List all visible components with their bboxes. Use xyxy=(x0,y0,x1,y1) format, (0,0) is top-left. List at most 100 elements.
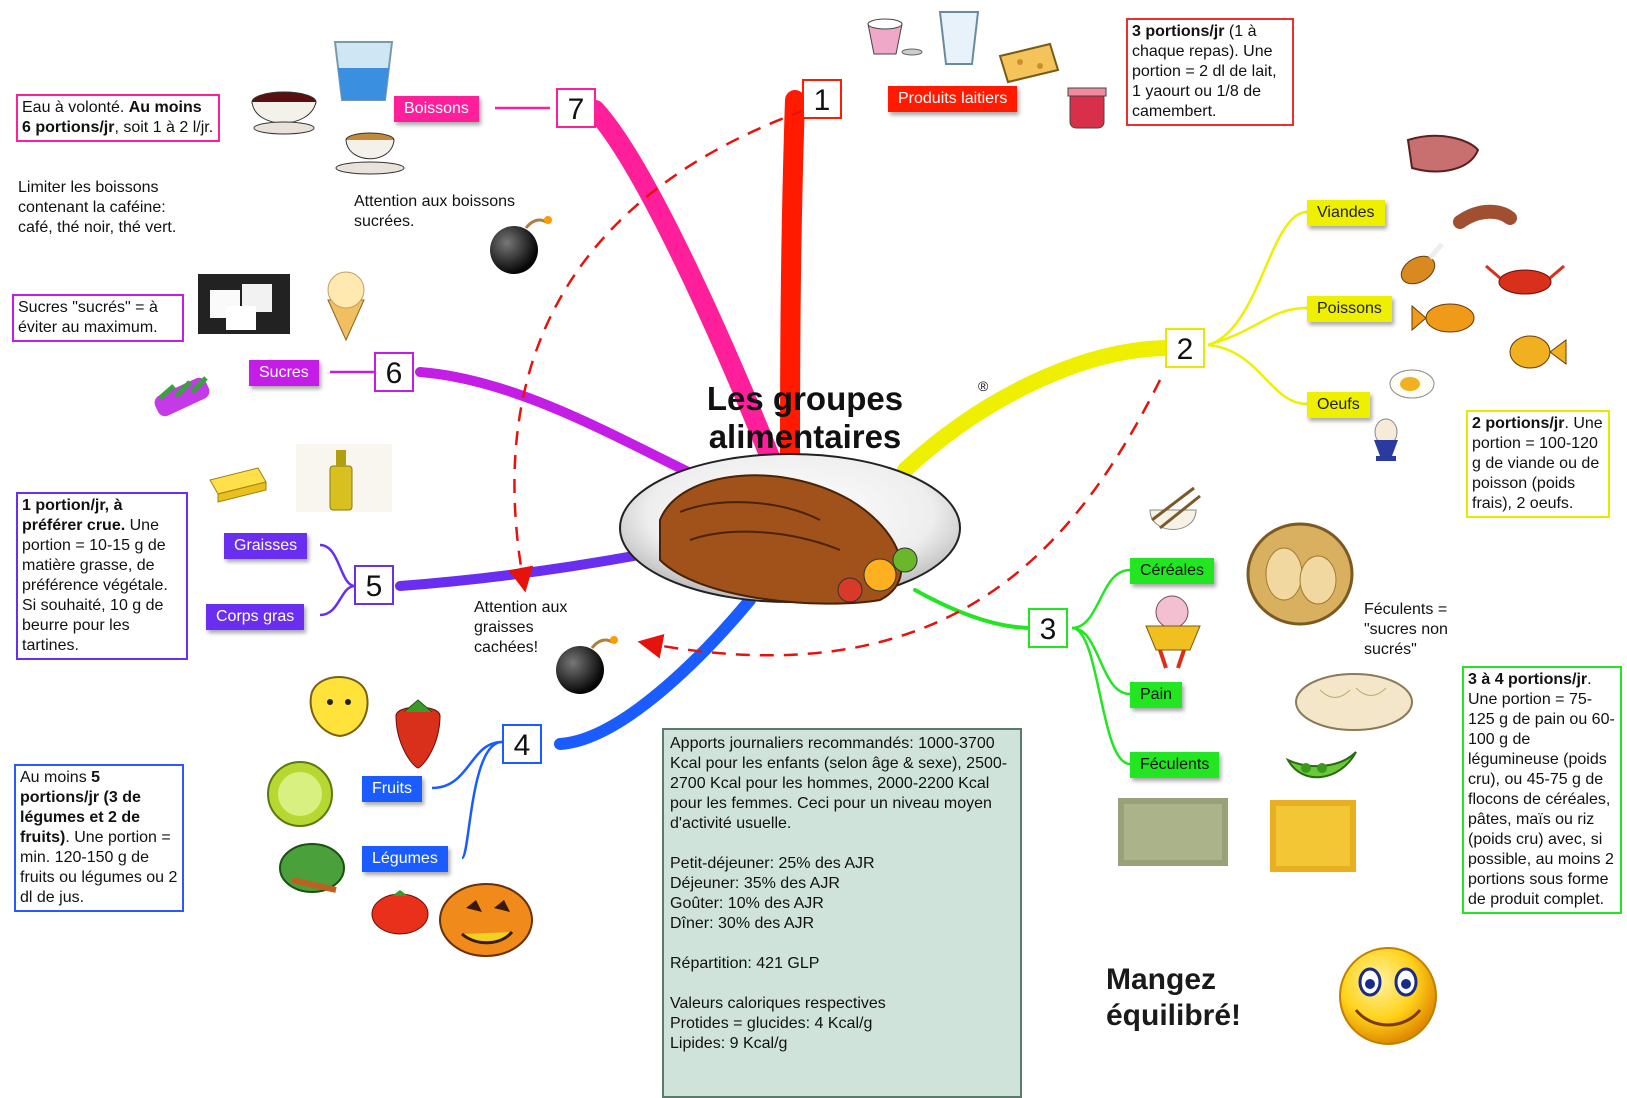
bomb-icon xyxy=(490,216,552,274)
note-produits-laitiers: 3 portions/jr (1 à chaque repas). Une po… xyxy=(1126,18,1294,126)
tag-cereales[interactable]: Céréales xyxy=(1130,558,1215,584)
tag-boissons[interactable]: Boissons xyxy=(394,96,479,122)
arrow-3-to-5 xyxy=(637,379,1162,659)
note-feculents-definition: Féculents = "sucres non sucrés" xyxy=(1364,601,1448,658)
apports-meal: Petit-déjeuner: 25% des AJR xyxy=(670,855,875,872)
node-number-4[interactable]: 4 xyxy=(502,724,542,764)
slogan-line-1: Mangez xyxy=(1106,963,1217,996)
coffee-cup-icon xyxy=(335,132,405,175)
branch-2-line xyxy=(897,340,1173,478)
map-title-line-1: Les groupes xyxy=(706,380,904,417)
note-sucres: Sucres "sucrés" = à éviter au maximum. xyxy=(12,294,184,342)
fish-icon xyxy=(1411,303,1475,333)
tag-graisses[interactable]: Graisses xyxy=(224,533,308,559)
apports-meal: Dîner: 30% des AJR xyxy=(670,915,815,932)
pumpkin-icon xyxy=(439,883,533,957)
node-number-5[interactable]: 5 xyxy=(354,565,394,605)
note-fruits-legumes: Au moins 5 portions/jr (3 de légumes et … xyxy=(14,764,184,912)
goldfish-icon xyxy=(1509,335,1567,369)
boiled-egg-icon xyxy=(1389,369,1435,399)
note-cafeine: Limiter les boissons contenant la caféin… xyxy=(18,179,177,236)
note-graisses: 1 portion/jr, à préférer crue. Une porti… xyxy=(16,492,188,660)
bomb-icon xyxy=(556,636,618,694)
note-graisses-text: Une portion = 10-15 g de matière grasse,… xyxy=(22,517,168,654)
oil-bottle-icon xyxy=(296,444,392,512)
steak-icon xyxy=(1406,134,1480,173)
branch-6-line xyxy=(415,367,710,485)
bread-loaf-icon xyxy=(1295,673,1413,731)
apports-intro: Apports journaliers recommandés: 1000-37… xyxy=(670,735,1008,832)
apports-valeurs-line: Valeurs caloriques respectives xyxy=(670,995,886,1012)
lime-icon xyxy=(267,761,333,827)
note-viandes-text: . Une portion = 100-120 g de viande ou d… xyxy=(1472,415,1603,512)
note-eau-bold: Au moins 6 portions/jr xyxy=(22,99,202,136)
strawberry-icon xyxy=(395,699,441,769)
note-attention-graisses-cachees: Attention aux graisses cachées! xyxy=(474,599,568,656)
egg-cup-icon xyxy=(1374,418,1398,461)
tag-poissons[interactable]: Poissons xyxy=(1307,296,1392,322)
jam-pot-icon xyxy=(1067,87,1107,129)
map-title-line-2: alimentaires xyxy=(708,418,902,455)
sub-branch-lines xyxy=(319,106,1308,860)
branch-7-line xyxy=(585,100,785,480)
cornucopia-icon xyxy=(619,453,961,605)
apports-meals: Petit-déjeuner: 25% des AJR Déjeuner: 35… xyxy=(670,854,1014,934)
note-cereales-text: . Une portion = 75-125 g de pain ou 60-1… xyxy=(1468,671,1615,908)
tag-feculents[interactable]: Féculents xyxy=(1130,752,1220,778)
tag-corps-gras[interactable]: Corps gras xyxy=(206,604,305,630)
tag-fruits[interactable]: Fruits xyxy=(362,776,422,802)
glass-of-water-icon xyxy=(333,41,394,101)
apports-valeurs-line: Lipides: 9 Kcal/g xyxy=(670,1035,788,1052)
lobster-icon xyxy=(1485,264,1565,295)
tea-cup-icon xyxy=(251,91,317,135)
butter-icon xyxy=(209,467,267,503)
dashed-arrows xyxy=(508,108,1162,659)
note-attention-boissons-sucrees: Attention aux boissons sucrées. xyxy=(354,193,515,230)
note-eau-pre: Eau à volonté. xyxy=(22,99,129,116)
tag-pain[interactable]: Pain xyxy=(1130,682,1183,708)
sausage-icon xyxy=(1453,204,1517,229)
note-cereales: 3 à 4 portions/jr. Une portion = 75-125 … xyxy=(1462,666,1622,914)
tag-produits-laitiers[interactable]: Produits laitiers xyxy=(888,86,1018,112)
apports-info-box: Apports journaliers recommandés: 1000-37… xyxy=(662,728,1022,1098)
tag-legumes[interactable]: Légumes xyxy=(362,846,448,872)
note-laitiers-bold: 3 portions/jr xyxy=(1132,23,1225,40)
node-number-1[interactable]: 1 xyxy=(802,79,842,119)
candy-icon xyxy=(154,376,210,417)
cheese-icon xyxy=(998,42,1060,84)
mangez-equilibre-slogan: Mangez équilibré! xyxy=(1106,962,1241,1034)
branch-4-line xyxy=(554,594,756,750)
apports-repartition: Répartition: 421 GLP xyxy=(670,955,820,972)
arrow-7-to-5 xyxy=(508,108,806,593)
node-number-7[interactable]: 7 xyxy=(556,88,596,128)
rice-bowl-icon xyxy=(1149,486,1201,530)
note-fruits-pre: Au moins xyxy=(20,769,92,786)
tag-viandes[interactable]: Viandes xyxy=(1307,200,1385,226)
note-eau-text: , soit 1 à 2 l/jr. xyxy=(114,119,214,136)
peas-pod-icon xyxy=(1285,751,1357,779)
note-laitiers-text: (1 à chaque repas). Une portion = 2 dl d… xyxy=(1132,23,1277,120)
note-fruits-bold: 5 portions/jr (3 de légumes et 2 de frui… xyxy=(20,769,141,846)
note-viandes: 2 portions/jr. Une portion = 100-120 g d… xyxy=(1466,410,1610,518)
corn-kernels-icon xyxy=(1270,800,1356,872)
apports-valeurs-line: Protides = glucides: 4 Kcal/g xyxy=(670,1015,873,1032)
tag-oeufs[interactable]: Oeufs xyxy=(1307,392,1370,418)
node-number-6[interactable]: 6 xyxy=(374,352,414,392)
registered-mark: ® xyxy=(978,378,989,394)
note-cereales-bold: 3 à 4 portions/jr xyxy=(1468,671,1588,688)
apports-valeurs: Valeurs caloriques respectives Protides … xyxy=(670,994,1014,1054)
node-number-3[interactable]: 3 xyxy=(1028,608,1068,648)
branch-5-line xyxy=(395,547,660,591)
pepper-icon xyxy=(309,676,369,738)
milk-glass-icon xyxy=(938,11,980,65)
apports-meal: Goûter: 10% des AJR xyxy=(670,895,824,912)
branch-3-line xyxy=(913,588,1034,630)
node-number-2[interactable]: 2 xyxy=(1165,328,1205,368)
cabbage-icon xyxy=(279,843,345,893)
note-fruits-text: . Une portion = min. 120-150 g de fruits… xyxy=(20,829,178,906)
tag-sucres[interactable]: Sucres xyxy=(249,360,319,386)
map-title: Les groupes alimentaires xyxy=(680,380,930,456)
smiley-icon xyxy=(1339,947,1437,1045)
bread-basket-icon xyxy=(1246,522,1354,626)
